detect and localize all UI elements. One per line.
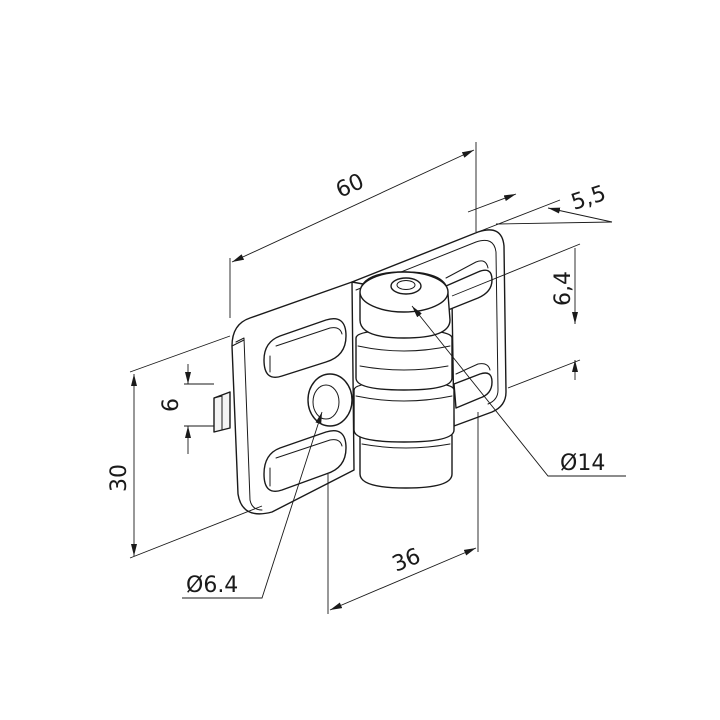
front-slot-upper [263,318,347,378]
dim-label-30: 30 [107,464,132,492]
front-slot-lower [263,430,347,492]
dimension-lines [129,142,626,614]
dimension-labels: 60 5,5 6,4 6 30 36 Ø14 Ø6.4 [107,169,609,598]
dim-label-60: 60 [332,169,368,203]
dim-label-diameter-6-4: Ø6.4 [186,573,238,598]
dim-label-6: 6 [159,398,184,412]
hinge-part [213,229,507,515]
dim-label-diameter-14: Ø14 [560,451,605,476]
dim-label-5-5: 5,5 [568,181,609,216]
back-slot-lower [453,372,493,409]
knuckle-upper [355,329,453,391]
dim-label-6-4: 6,4 [551,271,576,306]
knuckle-middle [353,381,455,443]
